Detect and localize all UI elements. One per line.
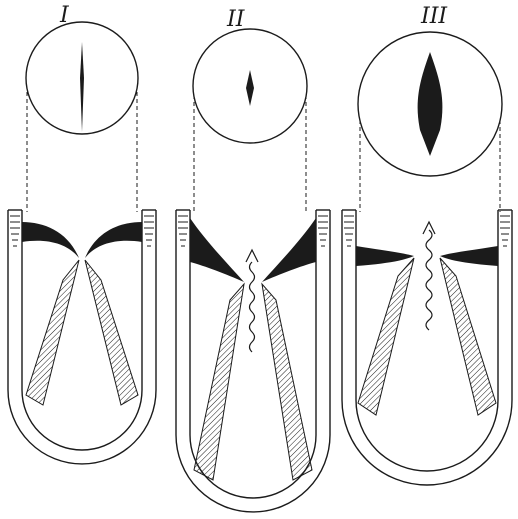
larynx-outline-outer-1 (8, 210, 156, 464)
panel-label-3: III (421, 4, 447, 29)
glottis-opening-3 (418, 52, 443, 156)
panel-label-2: II (227, 7, 244, 32)
conus-right-3 (440, 258, 496, 415)
panel-1 (8, 22, 156, 464)
airflow-arrow-2 (250, 262, 255, 352)
conus-left-3 (358, 258, 414, 415)
conus-right-1 (85, 260, 138, 405)
vocal-fold-left-1 (22, 222, 79, 258)
panel-2 (176, 29, 330, 512)
vocal-fold-right-1 (85, 222, 142, 258)
panel-3 (342, 32, 512, 485)
vocal-fold-left-2 (190, 218, 244, 282)
airflow-arrowhead-2 (246, 250, 258, 262)
conus-left-1 (26, 260, 79, 405)
glottis-opening-2 (246, 70, 254, 106)
conus-right-2 (262, 284, 312, 480)
panel-label-1: I (60, 3, 69, 28)
vocal-fold-left-3 (356, 246, 414, 266)
glottis-slit-1 (80, 42, 84, 132)
larynx-outline-inner-1 (22, 210, 142, 450)
airflow-arrowhead-3 (423, 222, 435, 234)
vocal-fold-right-2 (262, 218, 316, 282)
conus-left-2 (194, 284, 244, 480)
airflow-arrow-3 (426, 230, 432, 330)
vocal-fold-right-3 (440, 246, 498, 266)
